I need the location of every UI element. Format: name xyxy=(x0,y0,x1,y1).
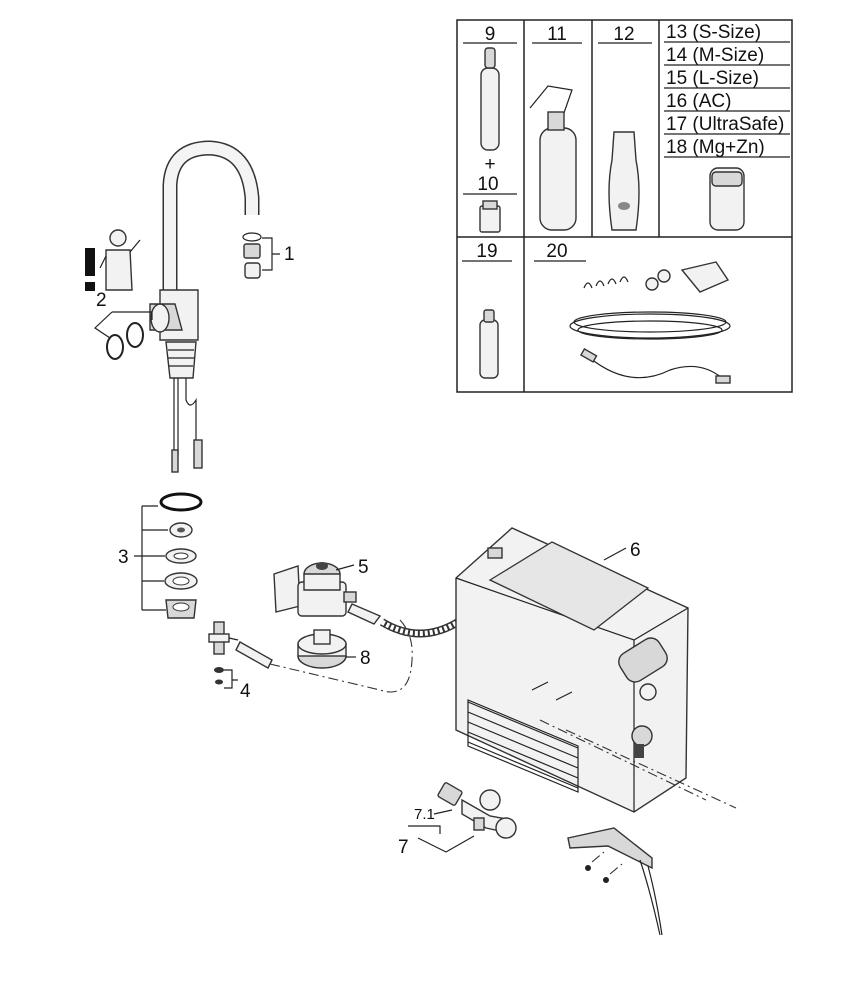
co2-cylinder-small xyxy=(480,47,500,151)
mounting-set xyxy=(159,492,203,619)
callout-1: 1 xyxy=(284,244,295,265)
table-label-9: 9 xyxy=(485,24,496,45)
vent-grille xyxy=(467,699,579,793)
table-label-12: 12 xyxy=(613,24,634,45)
size-item: 13 (S-Size) xyxy=(666,22,761,43)
size-item: 17 (UltraSafe) xyxy=(666,114,784,135)
accessory-kit xyxy=(569,261,731,384)
filter-size-list: 13 (S-Size) 14 (M-Size) 15 (L-Size) 16 (… xyxy=(664,22,790,158)
pressure-valve xyxy=(437,782,517,839)
filter-cartridge xyxy=(709,167,745,231)
callout-7-1: 7.1 xyxy=(414,806,435,823)
callout-6: 6 xyxy=(630,540,641,561)
o-rings xyxy=(106,322,144,360)
size-item: 15 (L-Size) xyxy=(666,68,759,89)
callout-2: 2 xyxy=(96,290,107,311)
callout-8: 8 xyxy=(360,648,371,669)
callout-3: 3 xyxy=(118,547,129,568)
table-label-20: 20 xyxy=(546,241,567,262)
aerator-parts xyxy=(242,232,262,279)
callout-7: 7 xyxy=(398,837,409,858)
size-item: 16 (AC) xyxy=(666,91,731,112)
filter-head xyxy=(273,562,382,625)
installer-figure-icon xyxy=(99,229,141,291)
table-label-11: 11 xyxy=(547,24,567,45)
callout-5: 5 xyxy=(358,557,369,578)
warning-exclamation-icon xyxy=(85,248,95,291)
table-label-10: 10 xyxy=(477,174,498,195)
size-item: 18 (Mg+Zn) xyxy=(666,137,765,158)
table-plus: + xyxy=(484,154,495,175)
parts-table: 9 + 10 11 12 13 (S-Size) xyxy=(456,19,793,393)
size-item: 14 (M-Size) xyxy=(666,45,764,66)
faucet xyxy=(149,140,260,473)
water-bottle xyxy=(608,131,640,231)
callout-4: 4 xyxy=(240,681,251,702)
chiller-unit xyxy=(455,527,689,813)
adapter-part xyxy=(479,200,501,233)
co2-cylinder-large xyxy=(529,85,577,231)
tee-connector xyxy=(208,619,413,693)
table-label-19: 19 xyxy=(476,241,497,262)
cleaning-cartridge xyxy=(479,309,499,379)
filter-base xyxy=(297,629,347,669)
mounting-bracket xyxy=(567,827,663,936)
